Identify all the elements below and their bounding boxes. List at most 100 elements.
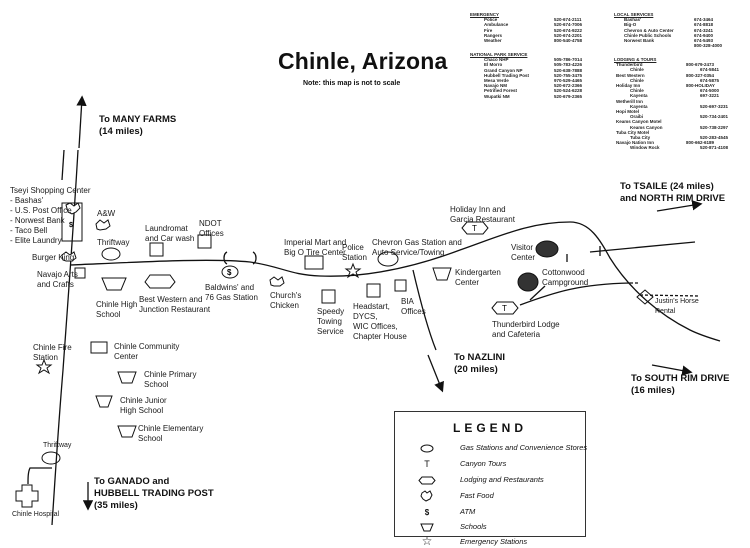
- place-line: Imperial Mart and: [284, 238, 347, 247]
- contact-name: Kayenta: [630, 93, 648, 99]
- thriftway-south-label: Thriftway: [43, 442, 72, 449]
- atm-icon: $: [69, 222, 73, 229]
- justins-label: Justin's Horse Rental: [655, 297, 699, 317]
- contact-row: Holiday Inn 800-HOLIDAY: [614, 83, 728, 88]
- contact-name: Wupatki NM: [484, 93, 510, 99]
- contact-phone: 800-HOLIDAY: [686, 83, 715, 89]
- direction-line: To MANY FARMS: [99, 114, 177, 125]
- building-icon: [74, 267, 86, 279]
- canyon-tours-icon: T: [472, 224, 477, 233]
- road-nazlini-arrow: [427, 354, 444, 393]
- legend-item-label: Emergency Stations: [460, 537, 528, 546]
- contact-phone: 520-697-3231: [700, 103, 729, 109]
- fire-station-label: Chinle Fire Station: [33, 343, 72, 363]
- place-line: NDOT: [199, 219, 222, 228]
- direction-line: and NORTH RIM DRIVE: [620, 193, 726, 204]
- legend-item-label: Canyon Tours: [460, 459, 507, 468]
- road-tsaile: [589, 241, 696, 253]
- place-line: Police: [342, 243, 364, 252]
- place-item: - Elite Laundry: [10, 236, 62, 245]
- place-line: Center: [511, 253, 536, 262]
- school-icon: [101, 277, 127, 291]
- direction-line: To GANADO and: [94, 476, 170, 487]
- fast-food-icon: [269, 276, 285, 287]
- contact-name: Wetherill Inn: [616, 98, 643, 104]
- place-line: and Cafeteria: [492, 330, 541, 339]
- school-icon: [432, 267, 452, 281]
- place-line: School: [144, 380, 169, 389]
- contact-row: Keams Canyon Motel: [614, 119, 728, 124]
- atm-gas-icon: [221, 265, 239, 279]
- place-line: Chinle Primary: [144, 370, 197, 379]
- contact-phone: 520-755-3475: [554, 72, 583, 78]
- contact-name: Police: [484, 17, 498, 23]
- speedy-towing-label: Speedy Towing Service: [317, 307, 344, 337]
- hospital-cross-icon: [15, 484, 39, 508]
- direction-line: (16 miles): [631, 385, 675, 396]
- place-line: Chapter House: [353, 332, 407, 341]
- contact-row: Bashas'674-3464: [614, 17, 722, 22]
- contact-phone: 674-8818: [694, 22, 714, 28]
- atm-icon: $: [424, 507, 430, 517]
- place-line: BIA: [401, 297, 414, 306]
- headstart-label: Headstart, DYCS, WIC Offices, Chapter Ho…: [353, 302, 407, 342]
- place-line: Cottonwood: [542, 268, 585, 277]
- place-line: Offices: [199, 229, 224, 238]
- aw-label: A&W: [97, 209, 116, 218]
- direction-line: (14 miles): [99, 126, 143, 137]
- contact-row: Mesa Verde 970-529-4465: [470, 78, 582, 83]
- gas-station-icon: [101, 247, 121, 261]
- contact-name: Thunderbird: [616, 62, 643, 68]
- direction-line: (20 miles): [454, 364, 498, 375]
- lodging-tours-header: LODGING & TOURS: [614, 57, 657, 62]
- contact-phone: 970-529-4465: [554, 78, 583, 84]
- place-line: Center: [114, 352, 139, 361]
- place-line: Chinle Fire: [33, 343, 72, 352]
- contact-name: Holiday Inn: [616, 83, 641, 89]
- contact-name: Chevron & Auto Center: [624, 27, 674, 33]
- campground-icon: [517, 272, 539, 292]
- fast-food-icon: [417, 490, 437, 502]
- contact-phone: 800-662-6189: [686, 140, 715, 146]
- map-legend: LEGEND Gas Stations and Convenience Stor…: [394, 411, 587, 548]
- contact-phone: 800-540-4758: [554, 38, 583, 44]
- contact-name: El Morro: [484, 62, 503, 68]
- imperial-mart-label: Imperial Mart and Big O Tire Center: [284, 238, 346, 258]
- contact-name: Window Rock: [630, 145, 660, 151]
- contact-phone: 520-679-2365: [554, 93, 583, 99]
- place-line: Chinle High: [96, 300, 138, 309]
- direction-many-farms: To MANY FARMS (14 miles): [99, 114, 176, 138]
- direction-line: To SOUTH RIM DRIVE: [631, 373, 730, 384]
- contact-name: Hubbell Trading Post: [484, 72, 530, 78]
- legend-item-label: Lodging and Restaurants: [460, 475, 544, 484]
- contact-name: Rangers: [484, 32, 503, 38]
- contact-name: Mesa Verde: [484, 78, 509, 84]
- place-line: Chinle Elementary: [138, 424, 204, 433]
- atm-icon: $: [227, 268, 232, 277]
- place-line: Justin's Horse: [655, 298, 699, 305]
- place-line: Headstart,: [353, 302, 390, 311]
- contact-name: Kayenta: [630, 103, 648, 109]
- legend-item-label: Fast Food: [460, 491, 494, 500]
- contact-phone: 520-524-6228: [554, 88, 583, 94]
- canyon-tours-icon: T: [502, 304, 507, 313]
- road-many-farms-arrow: [76, 95, 87, 149]
- contact-row: Kayenta 520-697-3231: [614, 104, 728, 109]
- contact-row: Wetherill Inn: [614, 99, 728, 104]
- contact-phone: 697-3221: [700, 93, 720, 99]
- place-line: Church's: [270, 291, 302, 300]
- road-nazlini: [412, 269, 437, 351]
- contact-phone: 520-734-2401: [700, 114, 729, 120]
